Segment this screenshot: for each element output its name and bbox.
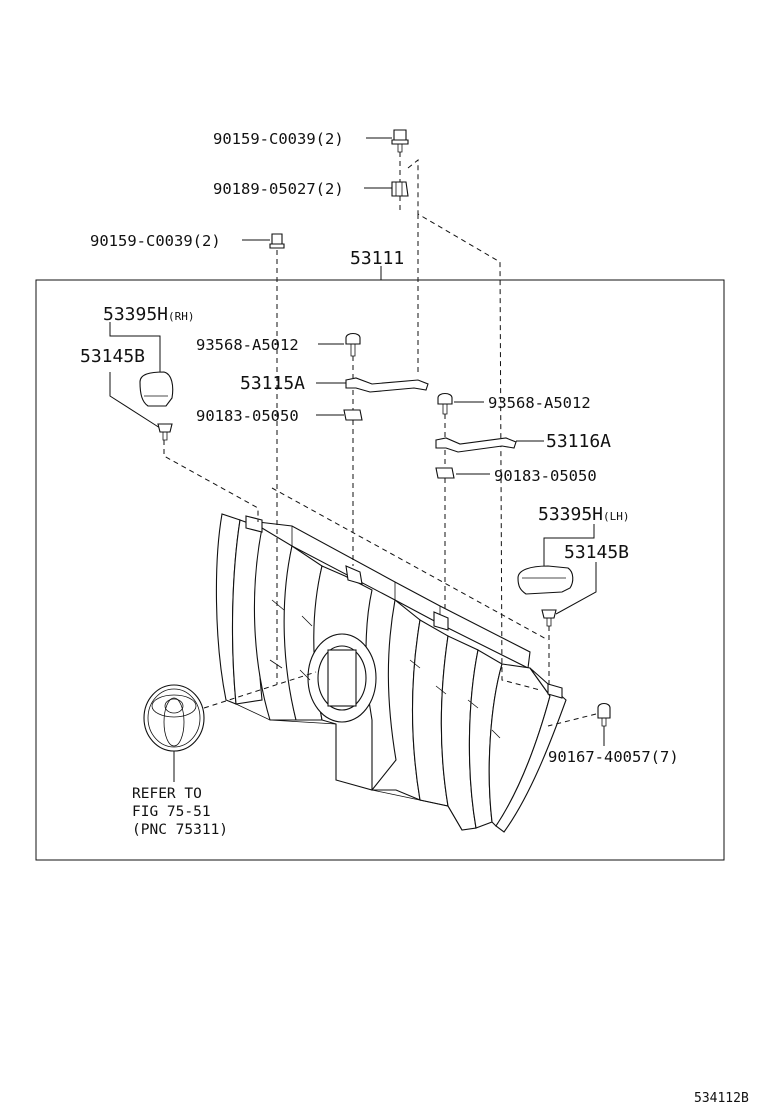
bolt-icon bbox=[391, 129, 409, 153]
label-nut-top: 90189-05027(2) bbox=[213, 180, 344, 198]
label-bracket-rh: 53395H(RH) bbox=[103, 304, 195, 325]
figure-code: 534112B bbox=[694, 1091, 749, 1106]
clip-icon bbox=[597, 702, 611, 727]
label-bracket-b: 53116A bbox=[546, 431, 611, 452]
label-nut-b: 90183-05050 bbox=[494, 467, 597, 485]
label-bracket-a: 53115A bbox=[240, 373, 305, 394]
label-bolt-left: 90159-C0039(2) bbox=[90, 232, 221, 250]
label-screw-b: 93568-A5012 bbox=[488, 394, 591, 412]
bracket-rh-side: RH bbox=[175, 310, 188, 323]
label-nut-a: 90183-05050 bbox=[196, 407, 299, 425]
bolt-icon bbox=[345, 332, 361, 357]
nut-icon bbox=[391, 181, 409, 197]
toyota-emblem-icon bbox=[143, 684, 205, 752]
rh-cross-dash bbox=[271, 487, 549, 641]
label-retainer-lh: 53145B bbox=[564, 542, 629, 563]
label-retainer-rh: 53145B bbox=[80, 346, 145, 367]
refer-line-3: (PNC 75311) bbox=[132, 822, 228, 838]
bolt-icon bbox=[437, 392, 453, 415]
radiator-grille bbox=[215, 513, 567, 833]
clip-icon bbox=[541, 609, 557, 627]
label-grille-assy: 53111 bbox=[350, 248, 404, 269]
label-bolt-top: 90159-C0039(2) bbox=[213, 130, 344, 148]
rh-retainer-dash bbox=[163, 440, 259, 522]
bracket-rh bbox=[139, 371, 174, 407]
label-clip: 90167-40057(7) bbox=[548, 748, 679, 766]
retainer-rh-leader bbox=[109, 372, 161, 429]
nut-icon bbox=[435, 467, 455, 479]
assembly-frame bbox=[35, 279, 725, 861]
refer-line-1: REFER TO bbox=[132, 786, 202, 802]
emblem-to-grille bbox=[203, 671, 317, 709]
bracket-rh-leader bbox=[109, 322, 161, 372]
bracket-lh-code: 53395H bbox=[538, 504, 603, 525]
refer-line-2: FIG 75-51 bbox=[132, 804, 211, 820]
bolt-icon bbox=[269, 233, 285, 249]
nut-icon bbox=[343, 409, 363, 421]
bracket-lh bbox=[517, 565, 574, 595]
top-right-dash bbox=[407, 158, 541, 691]
bracket-b bbox=[435, 437, 517, 453]
retainer-lh-leader bbox=[555, 562, 597, 615]
bracket-rh-code: 53395H bbox=[103, 304, 168, 325]
clip-icon bbox=[157, 423, 173, 441]
label-bracket-lh: 53395H(LH) bbox=[538, 504, 630, 525]
bracket-lh-leader bbox=[543, 524, 595, 566]
bracket-lh-side: LH bbox=[610, 510, 623, 523]
label-screw-a: 93568-A5012 bbox=[196, 336, 299, 354]
bracket-a bbox=[345, 377, 429, 393]
